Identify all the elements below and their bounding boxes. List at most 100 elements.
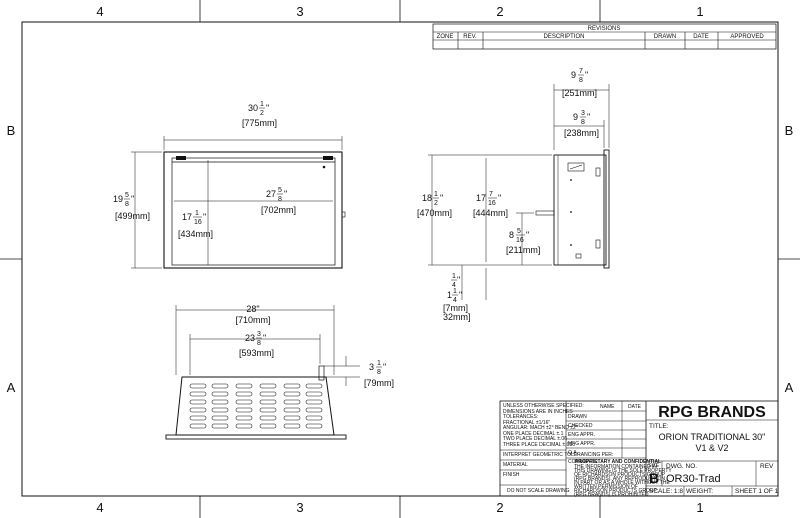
louver-slot (283, 399, 301, 405)
front-opening (171, 157, 336, 266)
role-qa: Q.A. (568, 450, 578, 456)
tol-line-2: DIMENSIONS ARE IN INCHES (503, 409, 573, 415)
louver-slot (259, 415, 277, 421)
side-depth-body-den: 8 (581, 119, 585, 126)
offset-large-den: 4 (453, 297, 457, 304)
prop-line-6: WRITTEN PERMISSION OF (574, 484, 638, 490)
side-front-panel (603, 149, 610, 269)
louver-slot (283, 423, 301, 429)
side-height-inner-metric: [444mm] (473, 208, 508, 218)
geometric-tolerancing: INTERPRET GEOMETRIC TOLERANCING PER: (503, 452, 613, 458)
zone-row-left-a: A (7, 380, 16, 395)
proprietary-title: PROPRIETARY AND CONFIDENTIAL (575, 459, 661, 465)
offset-large-num: 1 (453, 288, 457, 295)
side-depth-top-unit: " (585, 70, 588, 80)
offset-metric-small: [7mm] (443, 303, 468, 313)
rev-col-drawn: DRAWN (654, 34, 676, 40)
offset-large-whole: 1 (447, 290, 452, 300)
opening-width-metric: [702mm] (261, 205, 296, 215)
tol-line-1: UNLESS OTHERWISE SPECIFIED: (503, 403, 584, 409)
front-hinge-left (176, 156, 186, 160)
role-drawn: DRAWN (568, 414, 587, 420)
side-depth-body-whole: 9 (573, 112, 578, 122)
louver-slot (211, 415, 229, 421)
offset-metric-large: 32mm] (443, 312, 471, 322)
weight-label: WEIGHT: (686, 488, 713, 495)
zone-col-bottom-1: 1 (696, 500, 703, 515)
top-width-inner-whole: 23 (245, 333, 255, 343)
louver-slot (283, 391, 301, 397)
opening-width-den: 8 (278, 196, 282, 203)
title-label: TITLE: (649, 423, 669, 430)
front-height-den: 8 (125, 201, 129, 208)
side-height-total-metric: [470mm] (417, 208, 452, 218)
dwg-no-label: DWG. NO. (666, 463, 697, 470)
side-depth-top-den: 8 (579, 77, 583, 84)
opening-height-metric: [434mm] (178, 229, 213, 239)
rev-col-zone: ZONE (437, 34, 454, 40)
side-height-inner-unit: " (498, 193, 501, 203)
louver-slot (259, 383, 277, 389)
louver-slot (283, 407, 301, 413)
side-body (553, 154, 607, 266)
side-gas-height-den: 16 (516, 237, 524, 244)
comments-label: COMMENTS: (568, 459, 599, 465)
side-gas-height-whole: 8 (509, 230, 514, 240)
louver-slot (189, 383, 207, 389)
prop-line-1: THE INFORMATION CONTAINED IN (574, 464, 657, 470)
side-height-total-num: 1 (434, 191, 438, 198)
louver-slot (235, 423, 253, 429)
louver-slot (235, 383, 253, 389)
sheet-text: SHEET 1 OF 1 (735, 488, 779, 495)
louver-slot (189, 415, 207, 421)
top-louvers (189, 383, 323, 429)
louver-slot (235, 391, 253, 397)
side-depth-top-num: 7 (579, 68, 583, 75)
flue-whole: 3 (369, 362, 374, 372)
prop-line-5: IN PART OR AS A WHOLE WITHOUT THE (574, 480, 670, 486)
dwg-no-value: OR30-Trad (666, 473, 721, 485)
opening-height-den: 16 (194, 219, 202, 226)
louver-slot (259, 399, 277, 405)
opening-height-whole: 17 (182, 212, 192, 222)
louver-slot (235, 399, 253, 405)
front-width-den: 2 (260, 110, 264, 117)
louver-slot (235, 407, 253, 413)
top-view: 28" [710mm] 23 3 8 " [593mm] 3 1 8 " [79… (165, 304, 394, 440)
top-flue-pipe (318, 365, 325, 381)
side-height-total-den: 2 (434, 200, 438, 207)
side-height-total-whole: 18 (422, 193, 432, 203)
top-outline (175, 376, 335, 436)
rev-label: REV (760, 463, 774, 470)
side-height-total-unit: " (440, 193, 443, 203)
front-width-metric: [775mm] (242, 118, 277, 128)
material-label: MATERIAL (503, 462, 528, 468)
offset-large-unit: " (459, 290, 462, 300)
offset-small-num: 1 (452, 273, 456, 280)
side-height-inner-num: 7 (489, 191, 493, 198)
revisions-title: REVISIONS (588, 26, 621, 32)
offset-small-den: 4 (452, 282, 456, 289)
tol-line-6: ONE PLACE DECIMAL ±.1 (503, 431, 564, 437)
front-view: 30 1 2 " [775mm] 19 5 8 " [499mm] 27 5 8… (113, 101, 346, 269)
title-block: UNLESS OTHERWISE SPECIFIED: DIMENSIONS A… (499, 400, 779, 498)
flue-den: 8 (377, 369, 381, 376)
louver-slot (189, 423, 207, 429)
side-depth-top-whole: 9 (571, 70, 576, 80)
tol-line-3: TOLERANCES: (503, 414, 538, 420)
opening-width-whole: 27 (266, 189, 276, 199)
rev-col-date: DATE (693, 34, 709, 40)
louver-slot (189, 407, 207, 413)
side-valve (567, 162, 585, 172)
louver-slot (283, 415, 301, 421)
prop-line-2: THIS DRAWING IS THE SOLE PROPERTY (574, 468, 672, 474)
revisions-table: REVISIONS ZONE REV. DESCRIPTION DRAWN DA… (432, 23, 777, 50)
front-outline (163, 151, 343, 269)
prop-line-7: RICHARDSON PRODUCTS GROUP (574, 488, 657, 494)
side-height-inner-whole: 17 (476, 193, 486, 203)
side-depth-body-metric: [238mm] (564, 128, 599, 138)
side-gas-height-metric: [211mm] (506, 245, 540, 255)
drawing-title-line-2: V1 & V2 (695, 443, 728, 453)
rev-col-approved: APPROVED (730, 34, 764, 40)
